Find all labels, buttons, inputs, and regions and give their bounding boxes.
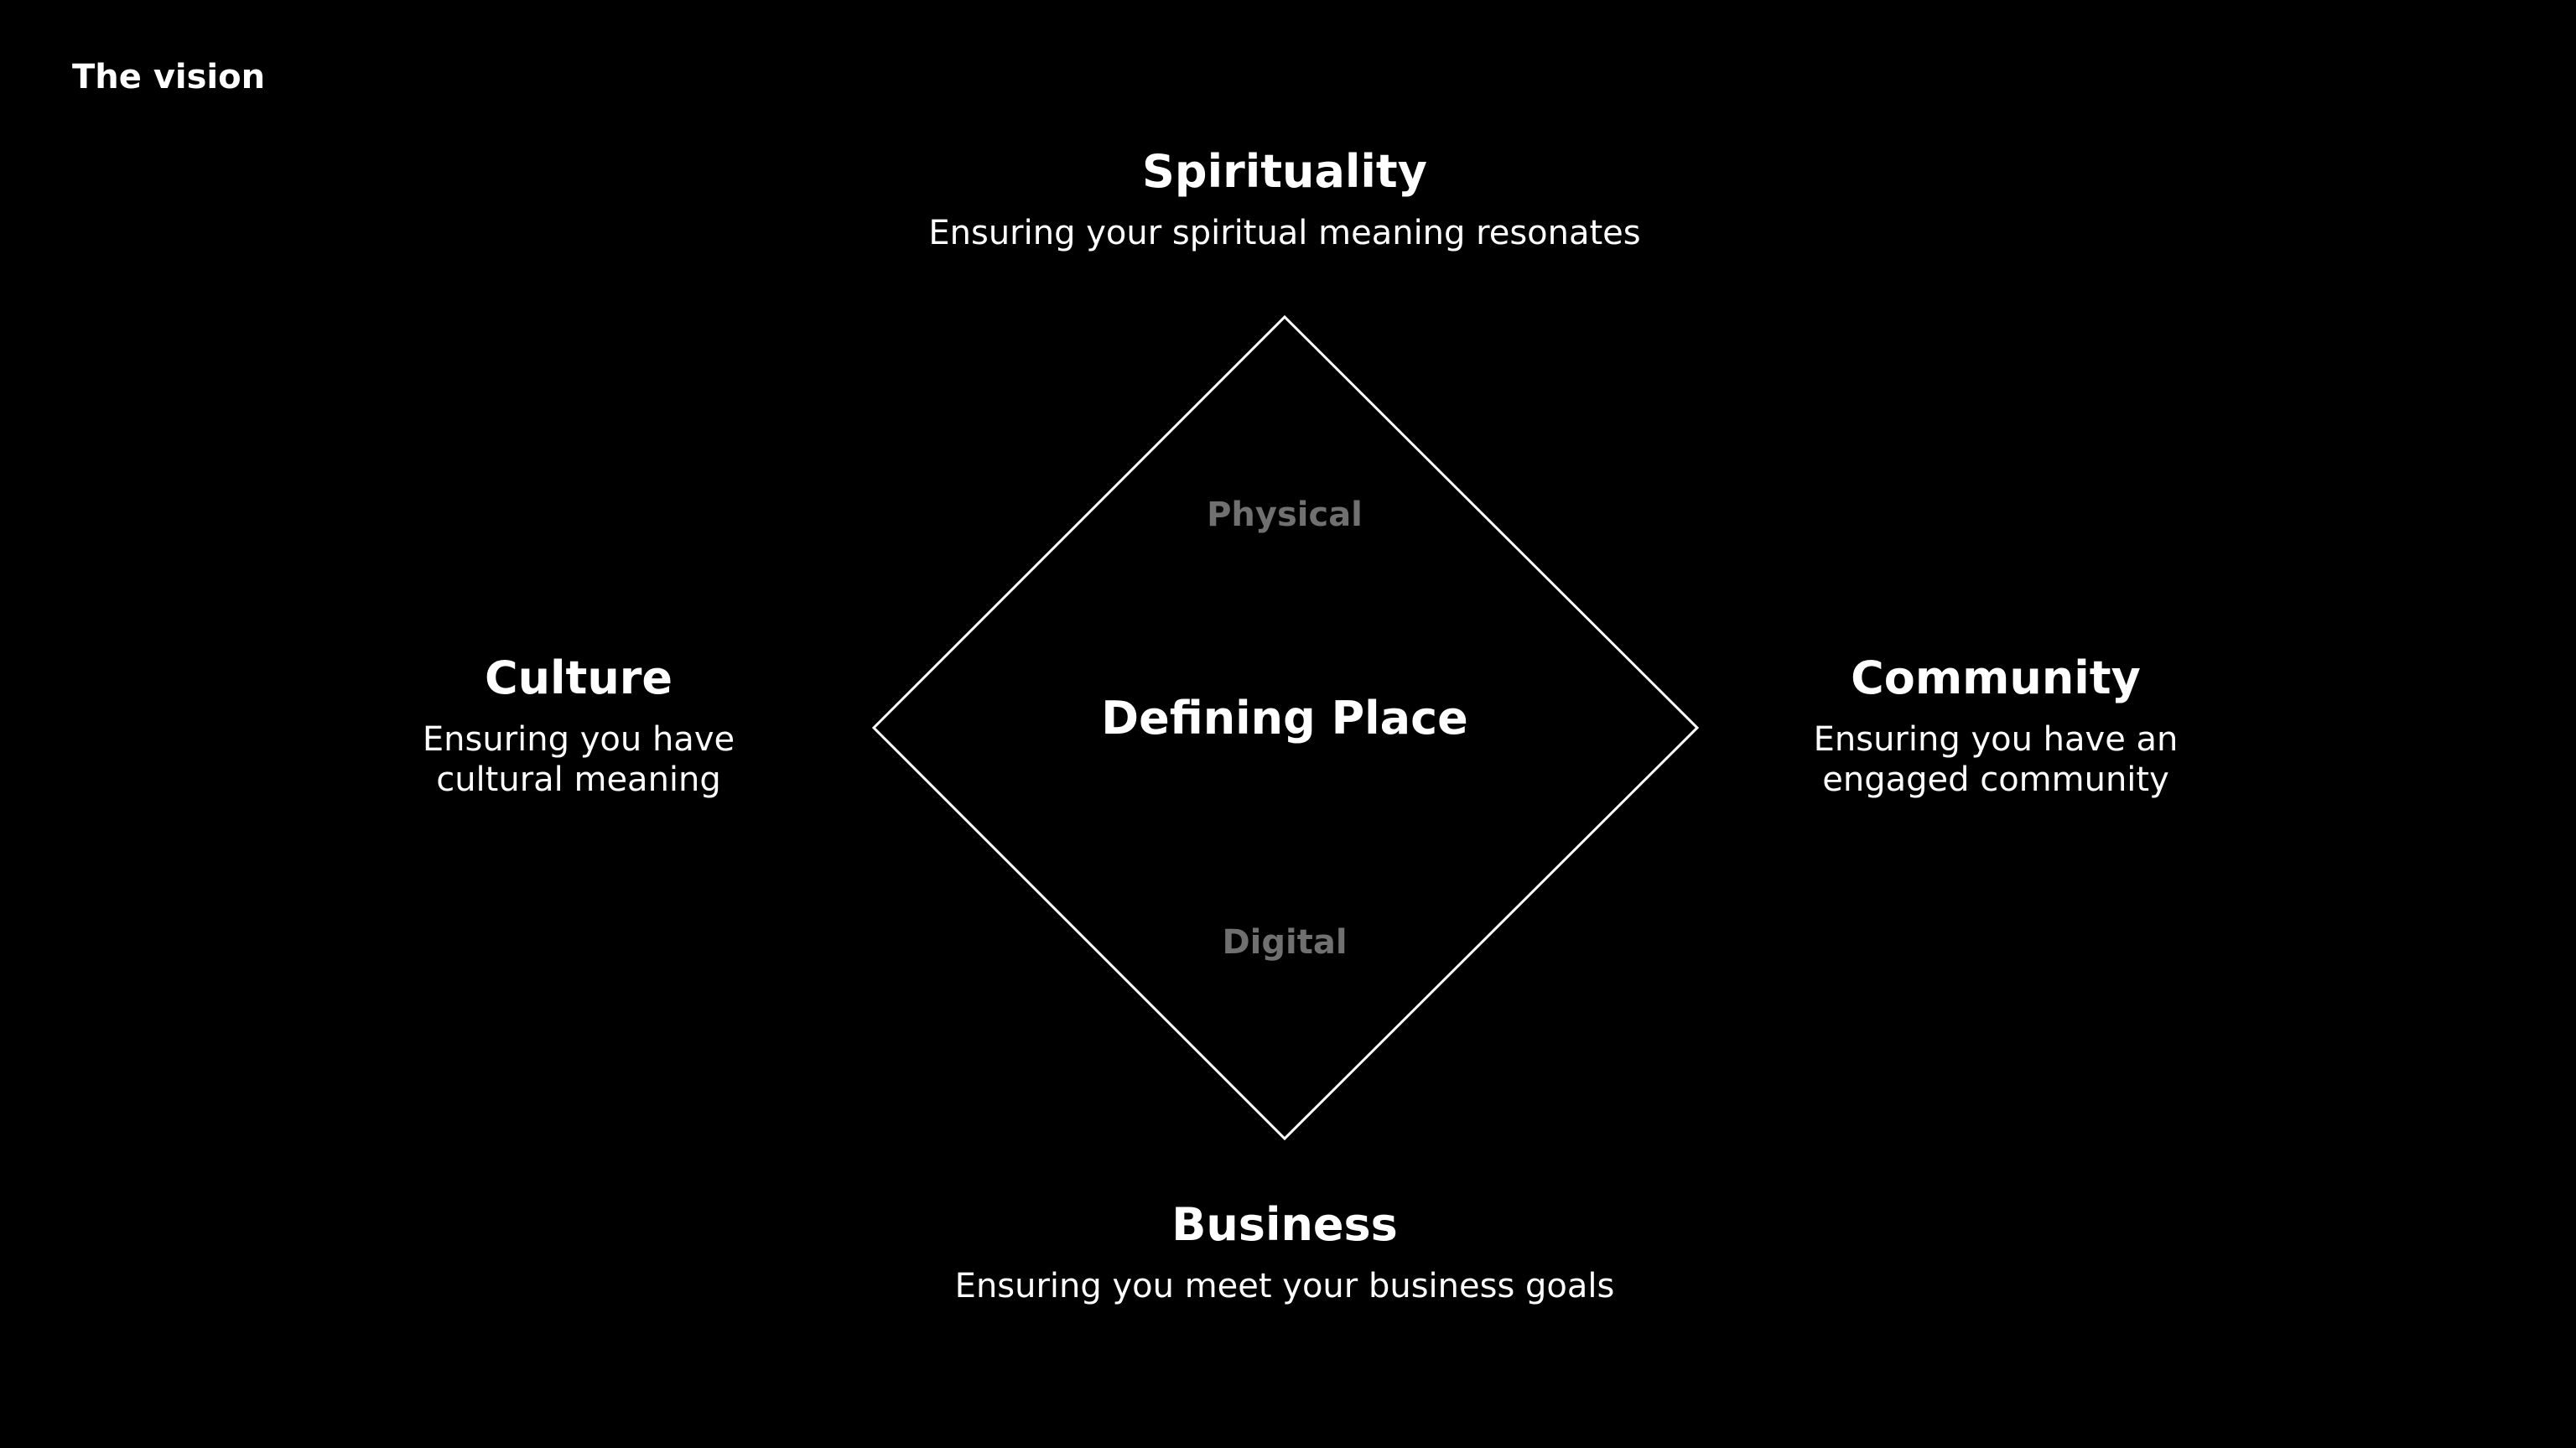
pillar-business-description: Ensuring you meet your business goals (954, 1267, 1615, 1305)
pillar-culture-description-line2: cultural meaning (436, 760, 721, 799)
pillar-community-title: Community (1851, 651, 2141, 704)
pillar-community-description-line1: Ensuring you have an (1813, 720, 2179, 759)
page-title: The vision (72, 58, 266, 96)
pillar-community-description: Ensuring you have an engaged community (1814, 719, 2179, 800)
pillar-business: Business Ensuring you meet your business… (955, 1202, 1615, 1306)
center-upper-label: Physical (1207, 496, 1363, 534)
center-title: Defining Place (1101, 692, 1468, 745)
pillar-culture-title: Culture (484, 651, 673, 704)
pillar-spirituality-description: Ensuring your spiritual meaning resonate… (928, 214, 1641, 252)
pillar-culture-description: Ensuring you have cultural meaning (423, 719, 735, 800)
pillar-community-description-line2: engaged community (1822, 760, 2169, 799)
pillar-culture-description-line1: Ensuring you have (422, 720, 735, 759)
pillar-culture: Culture Ensuring you have cultural meani… (423, 656, 735, 800)
center-lower-label: Digital (1222, 923, 1348, 962)
pillar-spirituality-title: Spirituality (1142, 145, 1427, 198)
pillar-business-title: Business (1171, 1198, 1398, 1251)
pillar-community: Community Ensuring you have an engaged c… (1814, 656, 2179, 800)
pillar-spirituality: Spirituality Ensuring your spiritual mea… (928, 149, 1640, 253)
